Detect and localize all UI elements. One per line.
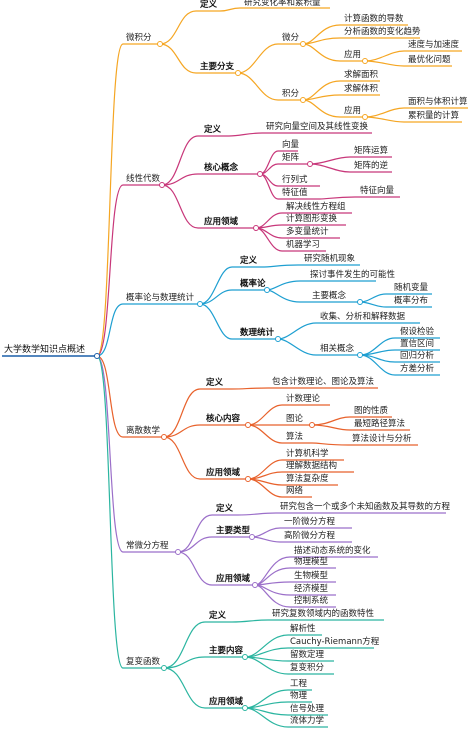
probability-item: 探讨事件发生的可能性 xyxy=(310,270,396,280)
derivative-item: 分析函数的变化趋势 xyxy=(344,27,421,37)
graph-sub-item: 图的性质 xyxy=(354,406,389,416)
linalg-core-item: 矩阵 xyxy=(282,153,300,163)
ode-app-item: 经济模型 xyxy=(294,584,329,594)
ode-app-item: 物理模型 xyxy=(294,557,329,567)
branch-discrete-math: 离散数学 xyxy=(126,426,161,436)
matrix-sub-item: 矩阵运算 xyxy=(354,146,389,156)
calculus-integral: 积分 xyxy=(282,89,300,99)
complex-app-label: 应用领域 xyxy=(209,697,244,707)
algo-sub-item: 算法设计与分析 xyxy=(352,434,412,444)
linalg-app-item: 计算图形变换 xyxy=(286,214,338,224)
linalg-app-item: 多变量统计 xyxy=(286,227,329,237)
branch-complex-functions: 复变函数 xyxy=(126,657,161,667)
discrete-core-item: 算法 xyxy=(286,432,304,442)
integral-application: 应用 xyxy=(344,106,362,116)
eigen-sub-item: 特征向量 xyxy=(360,186,395,196)
complex-app-item: 工程 xyxy=(290,679,308,689)
prob-definition: 研究随机现象 xyxy=(304,254,356,264)
discrete-core-item: 图论 xyxy=(286,414,304,424)
probability-concept-item: 概率分布 xyxy=(394,296,429,306)
complex-app-item: 流体力学 xyxy=(290,716,325,726)
derivative-app-item: 速度与加速度 xyxy=(408,40,460,50)
ode-types-label: 主要类型 xyxy=(216,526,251,536)
linalg-core-item: 向量 xyxy=(282,140,300,150)
complex-main-item: Cauchy-Riemann方程 xyxy=(290,637,380,647)
ode-app-label: 应用领域 xyxy=(216,574,251,584)
branch-calculus: 微积分 xyxy=(126,33,152,43)
discrete-app-item: 计算机科学 xyxy=(286,449,329,459)
complex-main-label: 主要内容 xyxy=(209,646,244,656)
graph-sub-item: 最短路径算法 xyxy=(354,419,406,429)
discrete-app-item: 网络 xyxy=(286,486,304,496)
complex-app-item: 信号处理 xyxy=(290,704,325,714)
discrete-definition: 包含计数理论、图论及算法 xyxy=(272,377,375,387)
linalg-app-label: 应用领域 xyxy=(204,217,239,227)
ode-type-item: 一阶微分方程 xyxy=(284,517,336,527)
linalg-core-item: 行列式 xyxy=(282,175,308,185)
linalg-core-label: 核心概念 xyxy=(204,163,239,173)
statistics-related-item: 回归分析 xyxy=(400,351,435,361)
discrete-definition-label: 定义 xyxy=(206,378,224,388)
discrete-core-label: 核心内容 xyxy=(206,414,241,424)
calculus-derivative: 微分 xyxy=(282,33,300,43)
discrete-app-item: 理解数据结构 xyxy=(286,461,338,471)
integral-item: 求解面积 xyxy=(344,70,379,80)
discrete-app-item: 算法复杂度 xyxy=(286,474,329,484)
complex-main-item: 留数定理 xyxy=(290,650,325,660)
probability-label: 概率论 xyxy=(240,279,266,289)
integral-app-item: 累积量的计算 xyxy=(408,111,460,121)
derivative-app-item: 最优化问题 xyxy=(408,55,451,65)
ode-app-item: 生物模型 xyxy=(294,571,329,581)
calculus-definition-label: 定义 xyxy=(200,0,218,10)
ode-type-item: 高阶微分方程 xyxy=(284,531,336,541)
discrete-core-item: 计数理论 xyxy=(286,394,321,404)
linalg-app-item: 解决线性方程组 xyxy=(286,202,346,212)
probability-main-concept: 主要概念 xyxy=(312,291,347,301)
integral-app-item: 面积与体积计算 xyxy=(408,97,468,107)
branch-ode: 常微分方程 xyxy=(126,541,169,551)
statistics-related-item: 方差分析 xyxy=(400,364,435,374)
ode-app-item: 描述动态系统的变化 xyxy=(294,546,371,556)
branch-linear-algebra: 线性代数 xyxy=(126,174,161,184)
calculus-definition: 研究变化率和累积量 xyxy=(244,0,321,8)
linalg-app-item: 机器学习 xyxy=(286,240,321,250)
ode-definition-label: 定义 xyxy=(216,504,234,514)
calculus-main-branches-label: 主要分支 xyxy=(200,62,235,72)
statistics-related-item: 置信区间 xyxy=(400,339,435,349)
discrete-app-label: 应用领域 xyxy=(206,468,241,478)
prob-definition-label: 定义 xyxy=(240,256,258,266)
derivative-application: 应用 xyxy=(344,50,362,60)
statistics-label: 数理统计 xyxy=(240,328,275,338)
integral-item: 求解体积 xyxy=(344,84,379,94)
ode-definition: 研究包含一个或多个未知函数及其导数的方程 xyxy=(280,502,451,512)
complex-main-item: 复变积分 xyxy=(290,663,325,673)
derivative-item: 计算函数的导数 xyxy=(344,14,404,24)
complex-definition-label: 定义 xyxy=(209,611,227,621)
complex-main-item: 解析性 xyxy=(290,624,316,634)
statistics-item: 收集、分析和解释数据 xyxy=(320,312,406,322)
linalg-core-item: 特征值 xyxy=(282,188,308,198)
probability-concept-item: 随机变量 xyxy=(394,283,429,293)
linalg-definition: 研究向量空间及其线性变换 xyxy=(266,122,369,132)
complex-definition: 研究复数领域内的函数特性 xyxy=(272,609,375,619)
statistics-related-item: 假设检验 xyxy=(400,327,435,337)
branch-probability-statistics: 概率论与数理统计 xyxy=(126,293,195,303)
root-topic: 大学数学知识点概述 xyxy=(4,345,86,355)
complex-app-item: 物理 xyxy=(290,691,308,701)
statistics-related-concept: 相关概念 xyxy=(320,344,355,354)
linalg-definition-label: 定义 xyxy=(204,125,222,135)
matrix-sub-item: 矩阵的逆 xyxy=(354,161,389,171)
ode-app-item: 控制系统 xyxy=(294,596,329,606)
